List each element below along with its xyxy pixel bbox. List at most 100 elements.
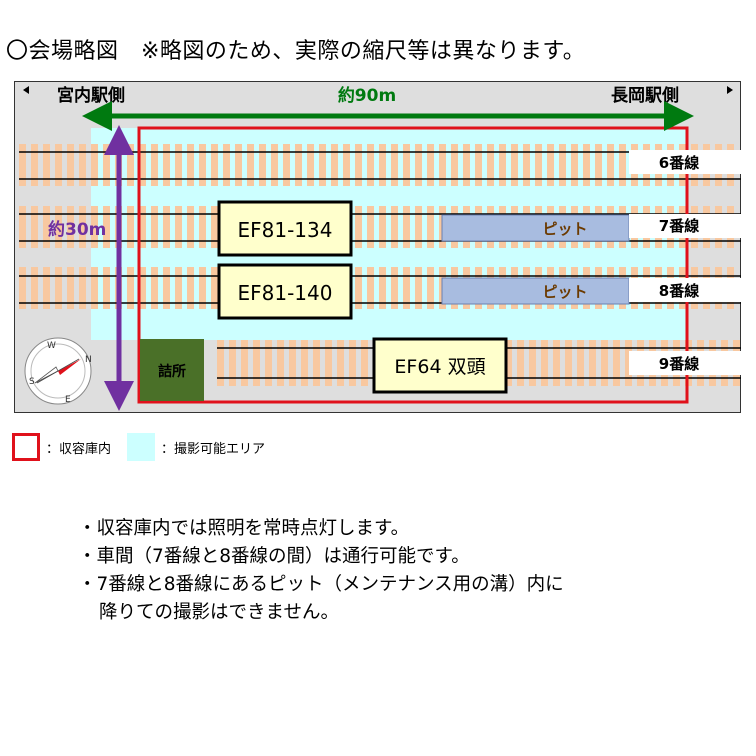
loco-ef81-134-box bbox=[217, 200, 353, 257]
sleeper bbox=[151, 267, 158, 309]
sleeper bbox=[439, 144, 446, 186]
sleeper bbox=[313, 340, 320, 386]
loco-ef81-140-box bbox=[217, 263, 353, 320]
note-item: 降りての撮影はできません。 bbox=[99, 602, 339, 623]
pit-label-7: ピット bbox=[542, 220, 587, 238]
sleeper bbox=[67, 267, 74, 309]
note-item: ・車間（7番線と8番線の間）は通行可能です。 bbox=[78, 546, 470, 567]
sleeper bbox=[349, 340, 356, 386]
sleeper bbox=[583, 144, 590, 186]
sleeper bbox=[499, 144, 506, 186]
sleeper bbox=[187, 144, 194, 186]
sleeper bbox=[319, 144, 326, 186]
sleeper bbox=[547, 144, 554, 186]
right-station-label: 長岡駅側 bbox=[611, 85, 679, 106]
sleeper bbox=[265, 340, 272, 386]
sleeper bbox=[223, 144, 230, 186]
sleeper bbox=[55, 206, 62, 248]
sleeper bbox=[463, 144, 470, 186]
sleeper bbox=[31, 144, 38, 186]
track-6-label-bg bbox=[629, 150, 741, 174]
sleeper bbox=[79, 206, 86, 248]
sleeper bbox=[427, 144, 434, 186]
sleeper bbox=[535, 144, 542, 186]
sleeper bbox=[451, 144, 458, 186]
sleeper bbox=[553, 340, 560, 386]
sleeper bbox=[607, 144, 614, 186]
sleeper bbox=[523, 144, 530, 186]
sleeper bbox=[415, 144, 422, 186]
sleeper bbox=[379, 144, 386, 186]
notes: ・収容庫内では照明を常時点灯します。 ・車間（7番線と8番線の間）は通行可能です… bbox=[78, 515, 564, 627]
venue-map: ピット ピット 詰所 EF81-134 EF81-140 EF64 双頭 6番線… bbox=[14, 81, 741, 413]
pit-label-8: ピット bbox=[542, 283, 587, 301]
sleeper bbox=[19, 144, 26, 186]
sleeper bbox=[367, 206, 374, 248]
sleeper bbox=[55, 267, 62, 309]
sleeper bbox=[253, 340, 260, 386]
left-station-label: 宮内駅側 bbox=[57, 85, 125, 106]
sleeper bbox=[67, 144, 74, 186]
sleeper bbox=[289, 340, 296, 386]
sleeper bbox=[427, 206, 434, 248]
sleeper bbox=[391, 267, 398, 309]
sleeper bbox=[427, 267, 434, 309]
sleeper bbox=[187, 267, 194, 309]
loco-ef81-140-label: EF81-140 bbox=[238, 281, 333, 305]
sleeper bbox=[217, 340, 224, 386]
sleeper bbox=[211, 206, 218, 248]
sleeper bbox=[337, 340, 344, 386]
sleeper bbox=[163, 267, 170, 309]
sleeper bbox=[595, 144, 602, 186]
sleeper bbox=[415, 206, 422, 248]
legend: ：収容庫内 ：撮影可能エリア bbox=[12, 430, 281, 464]
track-8-label: 8番線 bbox=[659, 282, 699, 300]
sleeper bbox=[301, 340, 308, 386]
sleeper bbox=[355, 267, 362, 309]
sleeper bbox=[19, 206, 26, 248]
track-7-label: 7番線 bbox=[659, 217, 699, 235]
sleeper bbox=[151, 206, 158, 248]
sleeper bbox=[175, 206, 182, 248]
sleeper bbox=[19, 267, 26, 309]
pit-track-7 bbox=[441, 214, 630, 242]
compass-n: N bbox=[85, 355, 92, 365]
compass-e: E bbox=[65, 395, 71, 405]
sleeper bbox=[541, 340, 548, 386]
loco-ef81-134-label: EF81-134 bbox=[238, 218, 333, 242]
sleeper bbox=[139, 267, 146, 309]
loco-ef64-label: EF64 双頭 bbox=[394, 356, 485, 378]
sleeper bbox=[625, 340, 632, 386]
sleeper bbox=[67, 206, 74, 248]
sleeper bbox=[247, 144, 254, 186]
sleeper bbox=[613, 340, 620, 386]
sleeper bbox=[487, 144, 494, 186]
sleeper bbox=[565, 340, 572, 386]
sleeper bbox=[403, 144, 410, 186]
sleeper bbox=[361, 340, 368, 386]
right-triangle-icon bbox=[727, 86, 733, 94]
track-6-label: 6番線 bbox=[659, 154, 699, 172]
sleeper bbox=[163, 144, 170, 186]
sleeper bbox=[415, 267, 422, 309]
sleeper bbox=[577, 340, 584, 386]
sleeper bbox=[505, 340, 512, 386]
sleeper bbox=[475, 144, 482, 186]
sleeper bbox=[79, 144, 86, 186]
sleeper bbox=[601, 340, 608, 386]
map-canvas: ピット ピット 詰所 EF81-134 EF81-140 EF64 双頭 6番線… bbox=[19, 85, 741, 411]
sleeper bbox=[187, 206, 194, 248]
sleeper bbox=[367, 144, 374, 186]
sleeper bbox=[199, 206, 206, 248]
sleeper bbox=[391, 206, 398, 248]
sleeper bbox=[355, 144, 362, 186]
legend-photo-label: ：撮影可能エリア bbox=[161, 441, 266, 457]
compass-s: S bbox=[29, 377, 35, 387]
length-label: 約90m bbox=[338, 85, 396, 106]
sleeper bbox=[403, 267, 410, 309]
legend-shed-swatch bbox=[12, 433, 40, 461]
sleeper bbox=[379, 206, 386, 248]
sleeper bbox=[91, 206, 98, 248]
sleeper bbox=[391, 144, 398, 186]
page-title: 〇会場略図 ※略図のため、実際の縮尺等は異なります。 bbox=[6, 39, 586, 64]
